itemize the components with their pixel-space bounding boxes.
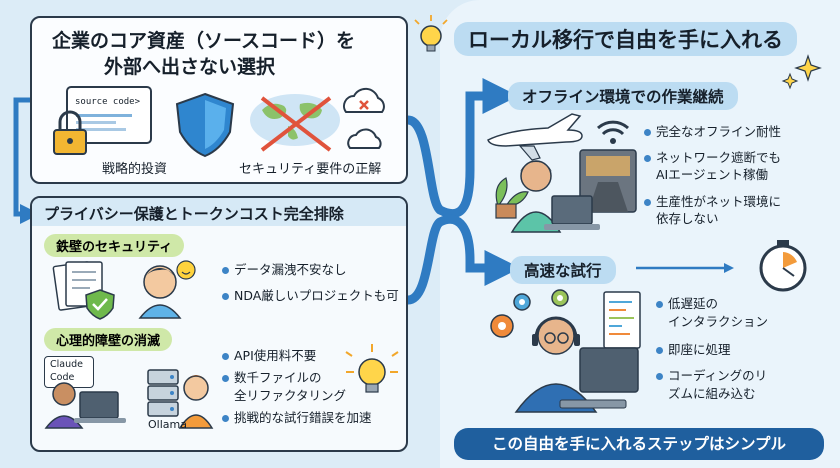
arrow-to-offline [406, 78, 519, 219]
offline-bullet-2b: AIエージェント稼働 [656, 167, 768, 182]
rapid-title: 高速な試行 [510, 256, 616, 284]
arrow-to-rapid [406, 214, 521, 305]
psych-label: 心理的障壁の消滅 [44, 328, 173, 351]
rapid-bullet-1a: 低遅延の [655, 296, 719, 311]
security-bullet-1: データ漏洩不安なし [222, 262, 347, 277]
psych-bullet-1: API使用料不要 [221, 348, 317, 363]
psych-bullet-2b: 全リファクタリング [234, 388, 347, 403]
rapid-bullet-3a: コーディングのリ [655, 368, 768, 383]
offline-title: オフライン環境での作業継続 [508, 82, 738, 110]
rapid-bullet-3b: ズムに組み込む [668, 386, 756, 401]
code-window: source code> [66, 86, 152, 144]
offline-bullet-3a: 生産性がネット環境に [643, 194, 782, 209]
core-assets-title-line2: 外部へ出さない選択 [104, 56, 276, 78]
core-assets-label-security: セキュリティ要件の正解 [239, 162, 382, 177]
security-label: 鉄壁のセキュリティ [44, 234, 185, 257]
rapid-bullet-2: 即座に処理 [656, 342, 731, 357]
psych-bullet-2a: 数千ファイルの [222, 370, 322, 385]
offline-bullet-1: 完全なオフライン耐性 [643, 124, 782, 139]
arrow-core-to-privacy [13, 97, 40, 224]
psych-bullet-3: 挑戦的な試行錯誤を加速 [222, 410, 372, 425]
code-window-label: source code> [75, 97, 141, 107]
security-bullet-2: NDA厳しいプロジェクトも可 [222, 288, 399, 303]
core-assets-title-line1: 企業のコア資産（ソースコード）を [52, 30, 356, 52]
claude-code-tag: Claude Code [44, 356, 94, 388]
header-title: ローカル移行で自由を手に入れる [454, 22, 797, 56]
privacy-title: プライバシー保護とトークンコスト完全排除 [44, 205, 344, 223]
offline-bullet-2a: ネットワーク遮断でも [643, 150, 782, 165]
footer-banner: この自由を手に入れるステップはシンプル [454, 428, 824, 460]
privacy-title-bar [32, 198, 406, 226]
core-assets-label-strategic: 戦略的投資 [102, 162, 168, 177]
ollama-label: Ollama [148, 418, 187, 431]
offline-bullet-3b: 依存しない [656, 211, 719, 226]
rapid-bullet-1b: インタラクション [668, 314, 769, 329]
